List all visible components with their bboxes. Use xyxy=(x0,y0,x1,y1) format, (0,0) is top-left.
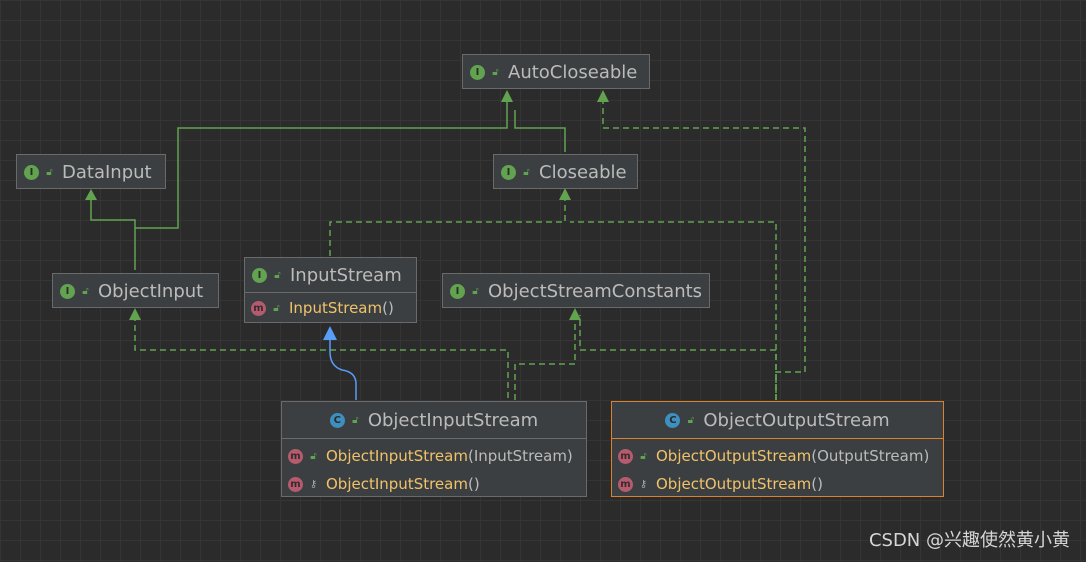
method-icon: m xyxy=(288,476,303,492)
public-lock-icon: 🔓︎ xyxy=(274,269,281,281)
protected-key-icon: ⚷ xyxy=(309,478,318,490)
node-title: ObjectInput xyxy=(98,280,204,302)
edge-objectinputstream-extends-inputstream xyxy=(329,336,357,400)
method-icon: m xyxy=(251,300,266,316)
public-lock-icon: 🔓︎ xyxy=(523,166,530,178)
member-name: ObjectInputStream xyxy=(326,447,468,465)
node-closeable[interactable]: I 🔓︎ Closeable xyxy=(493,154,638,189)
node-title: ObjectStreamConstants xyxy=(488,280,703,302)
member-name: ObjectInputStream xyxy=(326,475,468,493)
public-lock-icon: 🔓︎ xyxy=(310,450,317,462)
public-lock-icon: 🔓︎ xyxy=(687,414,695,426)
node-title: ObjectOutputStream xyxy=(703,409,890,431)
member-params: () xyxy=(382,299,394,317)
watermark: CSDN @兴趣使然黄小黄 xyxy=(868,530,1070,551)
interface-icon: I xyxy=(252,267,267,283)
public-lock-icon: 🔓︎ xyxy=(82,285,89,297)
public-lock-icon: 🔓︎ xyxy=(273,302,280,314)
edge-objectinput-extends-datainput xyxy=(90,196,136,270)
node-objectinputstream[interactable]: C 🔓︎ ObjectInputStream m 🔓︎ ObjectInputS… xyxy=(281,401,587,497)
member-row[interactable]: m 🔓︎ ObjectOutputStream(OutputStream) xyxy=(612,442,943,470)
arrowhead-datainput xyxy=(85,189,97,200)
node-title: Closeable xyxy=(539,161,627,183)
member-name: InputStream xyxy=(289,299,383,317)
interface-icon: I xyxy=(470,64,485,80)
protected-key-icon: ⚷ xyxy=(639,478,648,490)
edge-objectoutputstream-implements-autocloseable xyxy=(602,98,806,400)
interface-icon: I xyxy=(24,164,39,180)
member-row[interactable]: m ⚷ ObjectInputStream() xyxy=(282,470,586,498)
arrowhead-autocloseable xyxy=(501,90,513,102)
class-icon: C xyxy=(665,412,681,428)
method-icon: m xyxy=(618,476,633,492)
public-lock-icon: 🔓︎ xyxy=(352,414,359,426)
arrowhead-inputstream xyxy=(323,326,337,340)
member-params: () xyxy=(467,475,480,493)
arrowhead-objectinput xyxy=(129,308,141,320)
arrowhead-autocloseable-dashed xyxy=(597,90,609,102)
node-title: AutoCloseable xyxy=(508,61,638,83)
edge-objectinputstream-implements-objectinput xyxy=(134,315,509,400)
member-name: ObjectOutputStream xyxy=(656,475,812,493)
edge-objectinput-extends-autocloseable xyxy=(135,98,508,229)
member-params: (InputStream) xyxy=(467,447,573,465)
public-lock-icon: 🔓︎ xyxy=(492,66,499,78)
member-name: ObjectOutputStream xyxy=(656,447,812,465)
public-lock-icon: 🔓︎ xyxy=(46,166,53,178)
arrowhead-objectstreamconstants xyxy=(569,308,581,320)
public-lock-icon: 🔓︎ xyxy=(472,285,479,297)
edge-inputstream-implements-closeable xyxy=(329,196,566,256)
node-objectstreamconstants[interactable]: I 🔓︎ ObjectStreamConstants xyxy=(442,273,710,308)
method-icon: m xyxy=(618,448,633,464)
public-lock-icon: 🔓︎ xyxy=(640,450,647,462)
node-title: DataInput xyxy=(62,161,152,183)
interface-icon: I xyxy=(60,283,75,299)
method-icon: m xyxy=(288,448,303,464)
interface-icon: I xyxy=(450,283,465,299)
node-title: ObjectInputStream xyxy=(367,409,539,431)
member-row[interactable]: m ⚷ ObjectOutputStream() xyxy=(612,470,943,498)
arrowhead-closeable xyxy=(559,188,571,200)
edge-objectoutputstream-implements-closeable xyxy=(570,221,777,400)
edge-objectinputstream-implements-objectstreamconstants xyxy=(514,315,576,400)
member-row[interactable]: m 🔓︎ InputStream() xyxy=(245,293,416,323)
node-autocloseable[interactable]: I 🔓︎ AutoCloseable xyxy=(462,54,650,89)
edge-objectoutputstream-implements-objectstreamconstants xyxy=(579,315,777,400)
node-title: InputStream xyxy=(290,264,402,286)
class-icon: C xyxy=(329,412,345,428)
node-objectinput[interactable]: I 🔓︎ ObjectInput xyxy=(52,273,219,308)
member-row[interactable]: m 🔓︎ ObjectInputStream(InputStream) xyxy=(282,442,586,470)
member-params: () xyxy=(811,475,823,493)
node-inputstream[interactable]: I 🔓︎ InputStream m 🔓︎ InputStream() xyxy=(244,257,417,323)
member-params: (OutputStream) xyxy=(811,447,930,465)
edge-closeable-extends-autocloseable xyxy=(514,110,566,152)
interface-icon: I xyxy=(501,164,516,180)
node-datainput[interactable]: I 🔓︎ DataInput xyxy=(16,154,166,189)
node-objectoutputstream[interactable]: C 🔓︎ ObjectOutputStream m 🔓︎ ObjectOutpu… xyxy=(611,401,944,497)
